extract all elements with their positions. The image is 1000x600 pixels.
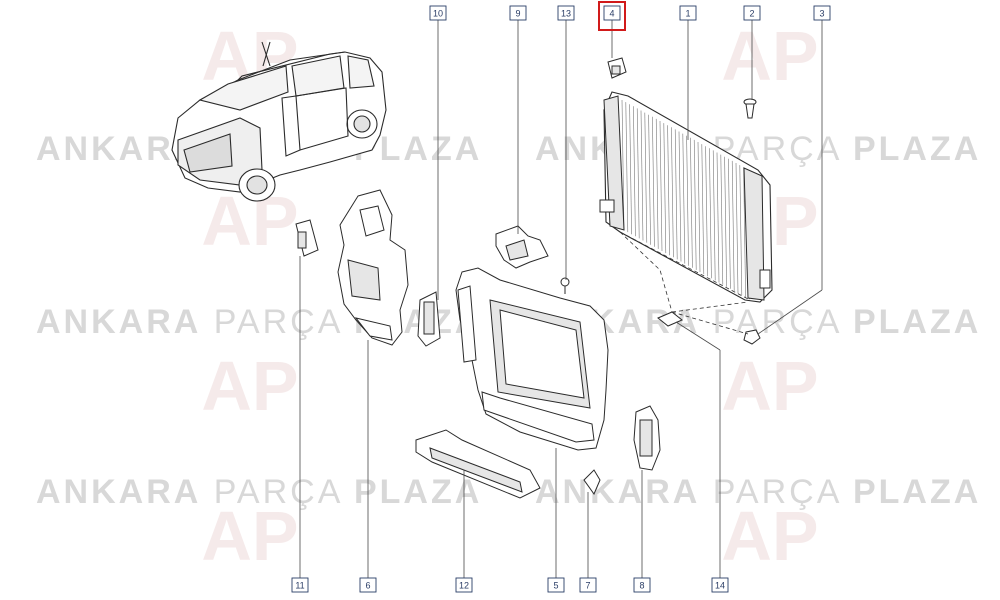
radiator-fin (701, 144, 705, 275)
radiator-fin (686, 135, 689, 266)
callout-4-highlighted[interactable]: 4 (598, 1, 626, 31)
callouts-bottom: 11 6 12 5 7 8 14 (291, 577, 729, 593)
callout-7[interactable]: 7 (579, 577, 597, 593)
callout-8[interactable]: 8 (633, 577, 651, 593)
watermark-text: ANKARA PARÇA PLAZA (535, 130, 981, 168)
part-1-radiator (599, 91, 773, 303)
callout-9[interactable]: 9 (509, 5, 527, 21)
radiator-fin (697, 141, 701, 273)
watermark-logo: AP (201, 497, 298, 575)
leader-lines (299, 20, 823, 578)
part-3-nut (743, 329, 761, 345)
svg-text:10: 10 (433, 9, 443, 19)
radiator-fin (629, 104, 632, 235)
radiator-fin (690, 137, 693, 268)
callout-1[interactable]: 1 (679, 5, 697, 21)
watermark-row-2: ANKARA PARÇA PLAZA ANKARA PARÇA PLAZA (36, 303, 978, 341)
radiator-fin (644, 112, 648, 243)
part-8-right-bracket (633, 405, 661, 471)
radiator-fin (709, 148, 712, 279)
watermark-text: ANKARA PARÇA PLAZA (36, 303, 482, 341)
radiator-fin (652, 116, 655, 247)
part-12-lower-deflector (415, 429, 541, 499)
callout-10[interactable]: 10 (429, 5, 447, 21)
svg-text:9: 9 (515, 9, 520, 19)
radiator-fin (648, 114, 651, 245)
svg-text:1: 1 (685, 9, 690, 19)
radiator-fin (659, 120, 663, 252)
svg-text:7: 7 (585, 581, 590, 591)
part-2-bolt (743, 98, 757, 119)
svg-text:14: 14 (715, 581, 725, 591)
vehicle-illustration (171, 41, 387, 202)
callout-2[interactable]: 2 (743, 5, 761, 21)
svg-text:6: 6 (365, 581, 370, 591)
watermark-logo: AP (721, 347, 818, 425)
radiator-fin (735, 162, 739, 294)
radiator-fin (655, 118, 659, 249)
svg-text:8: 8 (639, 581, 644, 591)
part-11-bracket (295, 219, 319, 257)
part-6-air-deflector (337, 189, 409, 346)
callout-3[interactable]: 3 (813, 5, 831, 21)
part-9-upper-bracket (495, 225, 549, 269)
radiator-fin (621, 99, 625, 231)
radiator-fin (705, 146, 708, 277)
part-4-top-mount (607, 57, 627, 79)
radiator-fin (682, 133, 686, 264)
callouts-top: 10 9 13 4 1 2 3 (429, 1, 831, 31)
radiator-fin (743, 167, 746, 298)
radiator-fin (712, 150, 716, 281)
radiator-fin (667, 125, 670, 256)
part-13-screw (560, 277, 570, 294)
part-10-side-bracket (417, 291, 441, 347)
radiator-fin (663, 123, 667, 254)
radiator-fin (720, 154, 724, 285)
svg-text:12: 12 (459, 581, 469, 591)
callout-6[interactable]: 6 (359, 577, 377, 593)
part-14-plate (657, 311, 683, 327)
callout-12[interactable]: 12 (455, 577, 473, 593)
svg-text:2: 2 (749, 9, 754, 19)
radiator-fin (640, 110, 644, 241)
radiator-fin (636, 108, 640, 239)
svg-text:13: 13 (561, 9, 571, 19)
svg-text:5: 5 (553, 581, 558, 591)
callout-5[interactable]: 5 (547, 577, 565, 593)
watermark-logo: AP (201, 347, 298, 425)
svg-text:3: 3 (819, 9, 824, 19)
watermark-text: ANKARA PARÇA PLAZA (36, 473, 482, 511)
callout-11[interactable]: 11 (291, 577, 309, 593)
radiator-fin (731, 160, 735, 291)
callout-14[interactable]: 14 (711, 577, 729, 593)
part-5-fan-shroud (455, 267, 609, 451)
radiator-fin (716, 152, 720, 283)
watermark-text: ANKARA PARÇA PLAZA (535, 473, 981, 511)
assembly-dashed-lines (619, 231, 751, 335)
radiator-fin (625, 102, 629, 233)
radiator-fin (739, 165, 743, 296)
radiator-fin (728, 158, 731, 289)
svg-text:11: 11 (295, 581, 304, 591)
svg-text:4: 4 (609, 9, 614, 19)
watermark-logo: AP (721, 497, 818, 575)
part-7-clip (583, 469, 601, 496)
radiator-fin (693, 139, 697, 270)
radiator-fin (674, 129, 678, 260)
radiator-fin (633, 106, 636, 237)
radiator-fin (678, 131, 682, 262)
callout-13[interactable]: 13 (557, 5, 575, 21)
radiator-fin (724, 156, 727, 287)
watermark-logo: AP (721, 17, 818, 95)
radiator-fin (671, 127, 674, 258)
watermark-row-3: ANKARA PARÇA PLAZA ANKARA PARÇA PLAZA (36, 473, 981, 511)
